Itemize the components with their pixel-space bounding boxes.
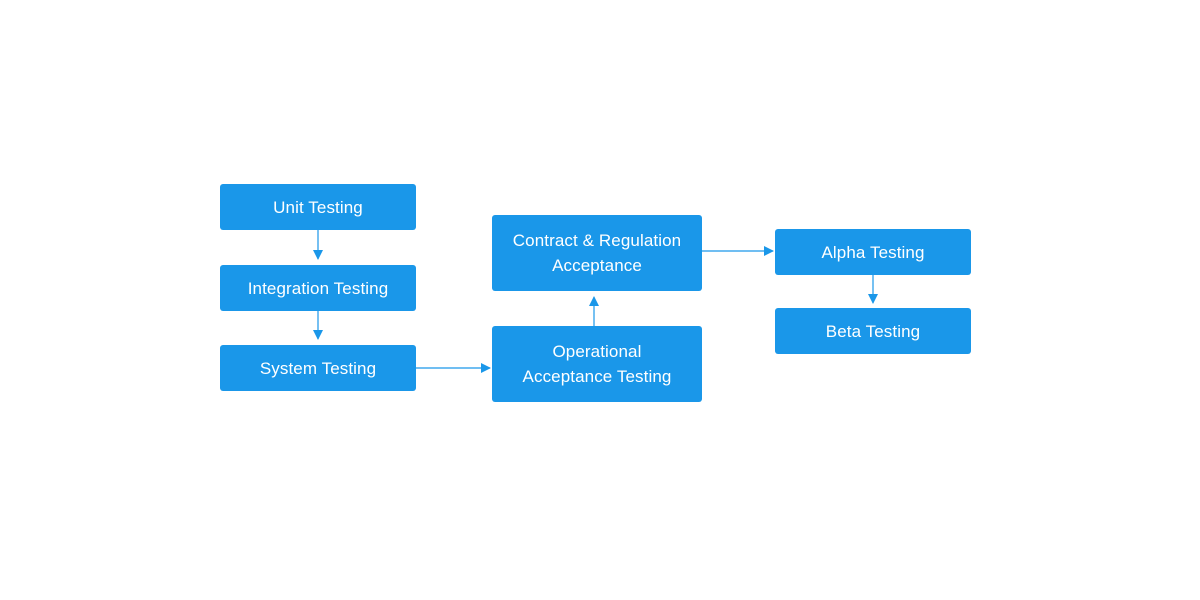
node-contract-regulation-acceptance: Contract & Regulation Acceptance <box>492 215 702 291</box>
node-label: Integration Testing <box>247 278 389 298</box>
node-label-group: Operational Acceptance Testing <box>523 339 672 389</box>
node-label: Alpha Testing <box>821 242 925 262</box>
node-label-line-2: Acceptance Testing <box>522 367 672 386</box>
node-label-line-2: Acceptance <box>552 256 642 275</box>
node-label-line-1: Operational <box>552 342 642 361</box>
node-label-group: Contract & Regulation Acceptance <box>513 228 681 278</box>
node-operational-acceptance-testing: Operational Acceptance Testing <box>492 326 702 402</box>
node-unit-testing: Unit Testing <box>220 184 416 230</box>
node-label: Beta Testing <box>825 321 921 341</box>
node-label-line-1: Contract & Regulation <box>512 231 682 250</box>
node-integration-testing: Integration Testing <box>220 265 416 311</box>
node-alpha-testing: Alpha Testing <box>775 229 971 275</box>
node-beta-testing: Beta Testing <box>775 308 971 354</box>
node-label: System Testing <box>259 358 377 378</box>
node-system-testing: System Testing <box>220 345 416 391</box>
node-label: Unit Testing <box>273 197 363 217</box>
